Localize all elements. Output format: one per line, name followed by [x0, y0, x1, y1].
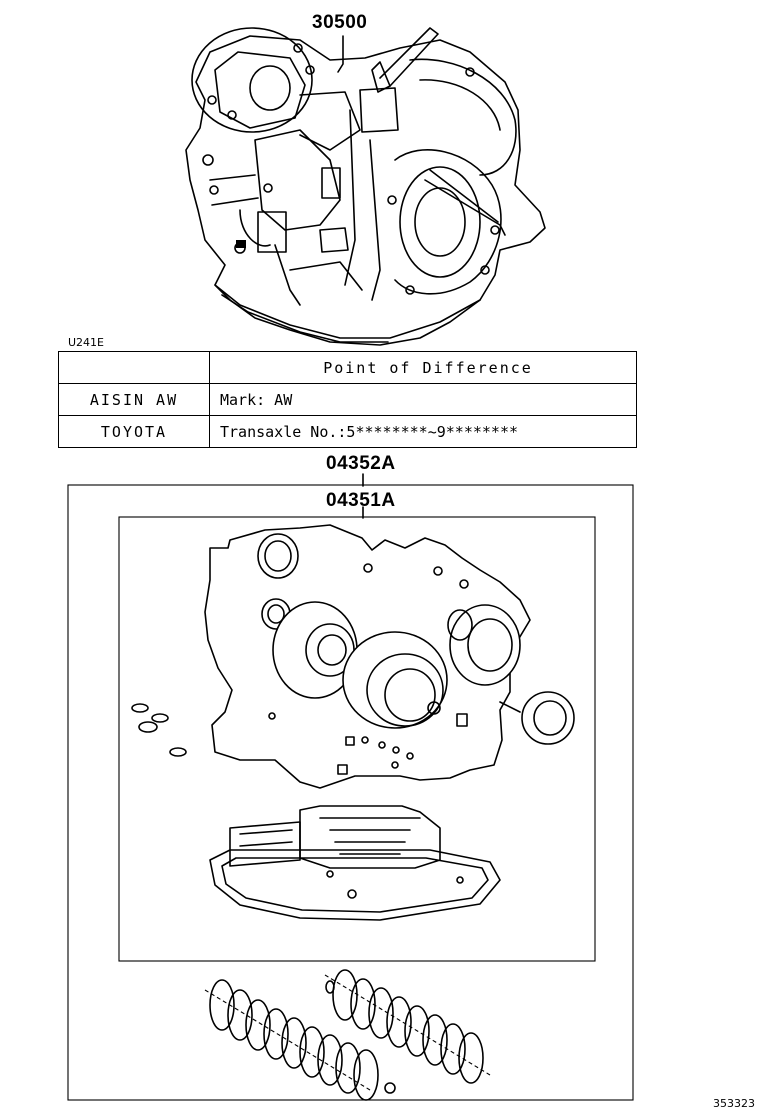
part-number-transaxle: 30500 — [312, 12, 368, 33]
table-cell-difference: Transaxle No.:5********~9******** — [209, 415, 637, 448]
table-header-blank — [58, 351, 210, 384]
table-cell-maker: AISIN AW — [58, 383, 210, 416]
table-cell-maker: TOYOTA — [58, 415, 210, 448]
transaxle-assembly-drawing — [185, 27, 546, 346]
table-cell-difference: Mark: AW — [209, 383, 637, 416]
part-number-gasket-kit: 04351A — [326, 490, 396, 511]
gasket-kit-drawing — [131, 524, 575, 921]
table-row: AISIN AW Mark: AW — [58, 383, 637, 416]
point-of-difference-table: Point of Difference AISIN AW Mark: AW TO… — [58, 351, 637, 448]
clutch-discs-drawing — [204, 969, 491, 1101]
part-number-overhaul-kit: 04352A — [326, 453, 396, 474]
table-header-row: Point of Difference — [58, 351, 637, 384]
table-header-label: Point of Difference — [209, 351, 637, 384]
illustration-id: 353323 — [713, 1097, 755, 1110]
table-row: TOYOTA Transaxle No.:5********~9******** — [58, 415, 637, 448]
model-code-label: U241E — [68, 336, 104, 349]
